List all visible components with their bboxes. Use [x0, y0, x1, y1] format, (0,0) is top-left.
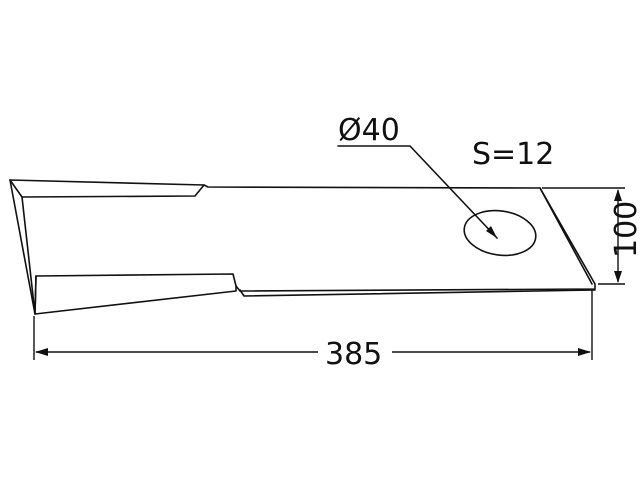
diameter-leader-arrow: [486, 226, 497, 238]
width-label: 100: [609, 201, 640, 258]
width-arrow-bottom: [614, 271, 622, 283]
top-bevel: [9, 179, 205, 198]
width-arrow-top: [614, 189, 622, 201]
length-label: 385: [325, 337, 382, 372]
length-arrow-left: [35, 348, 48, 356]
blade-outline: [9, 179, 596, 315]
bottom-bevel: [34, 275, 237, 315]
right-edge-inner: [539, 187, 593, 285]
bottom-bevel-line: [239, 289, 596, 297]
diameter-leader: [337, 145, 498, 239]
hole-diameter-label: Ø40: [338, 113, 400, 148]
thickness-label: S=12: [472, 137, 554, 172]
length-arrow-right: [578, 348, 591, 356]
mounting-hole: [463, 209, 537, 257]
top-bevel-inner-line: [21, 196, 36, 315]
